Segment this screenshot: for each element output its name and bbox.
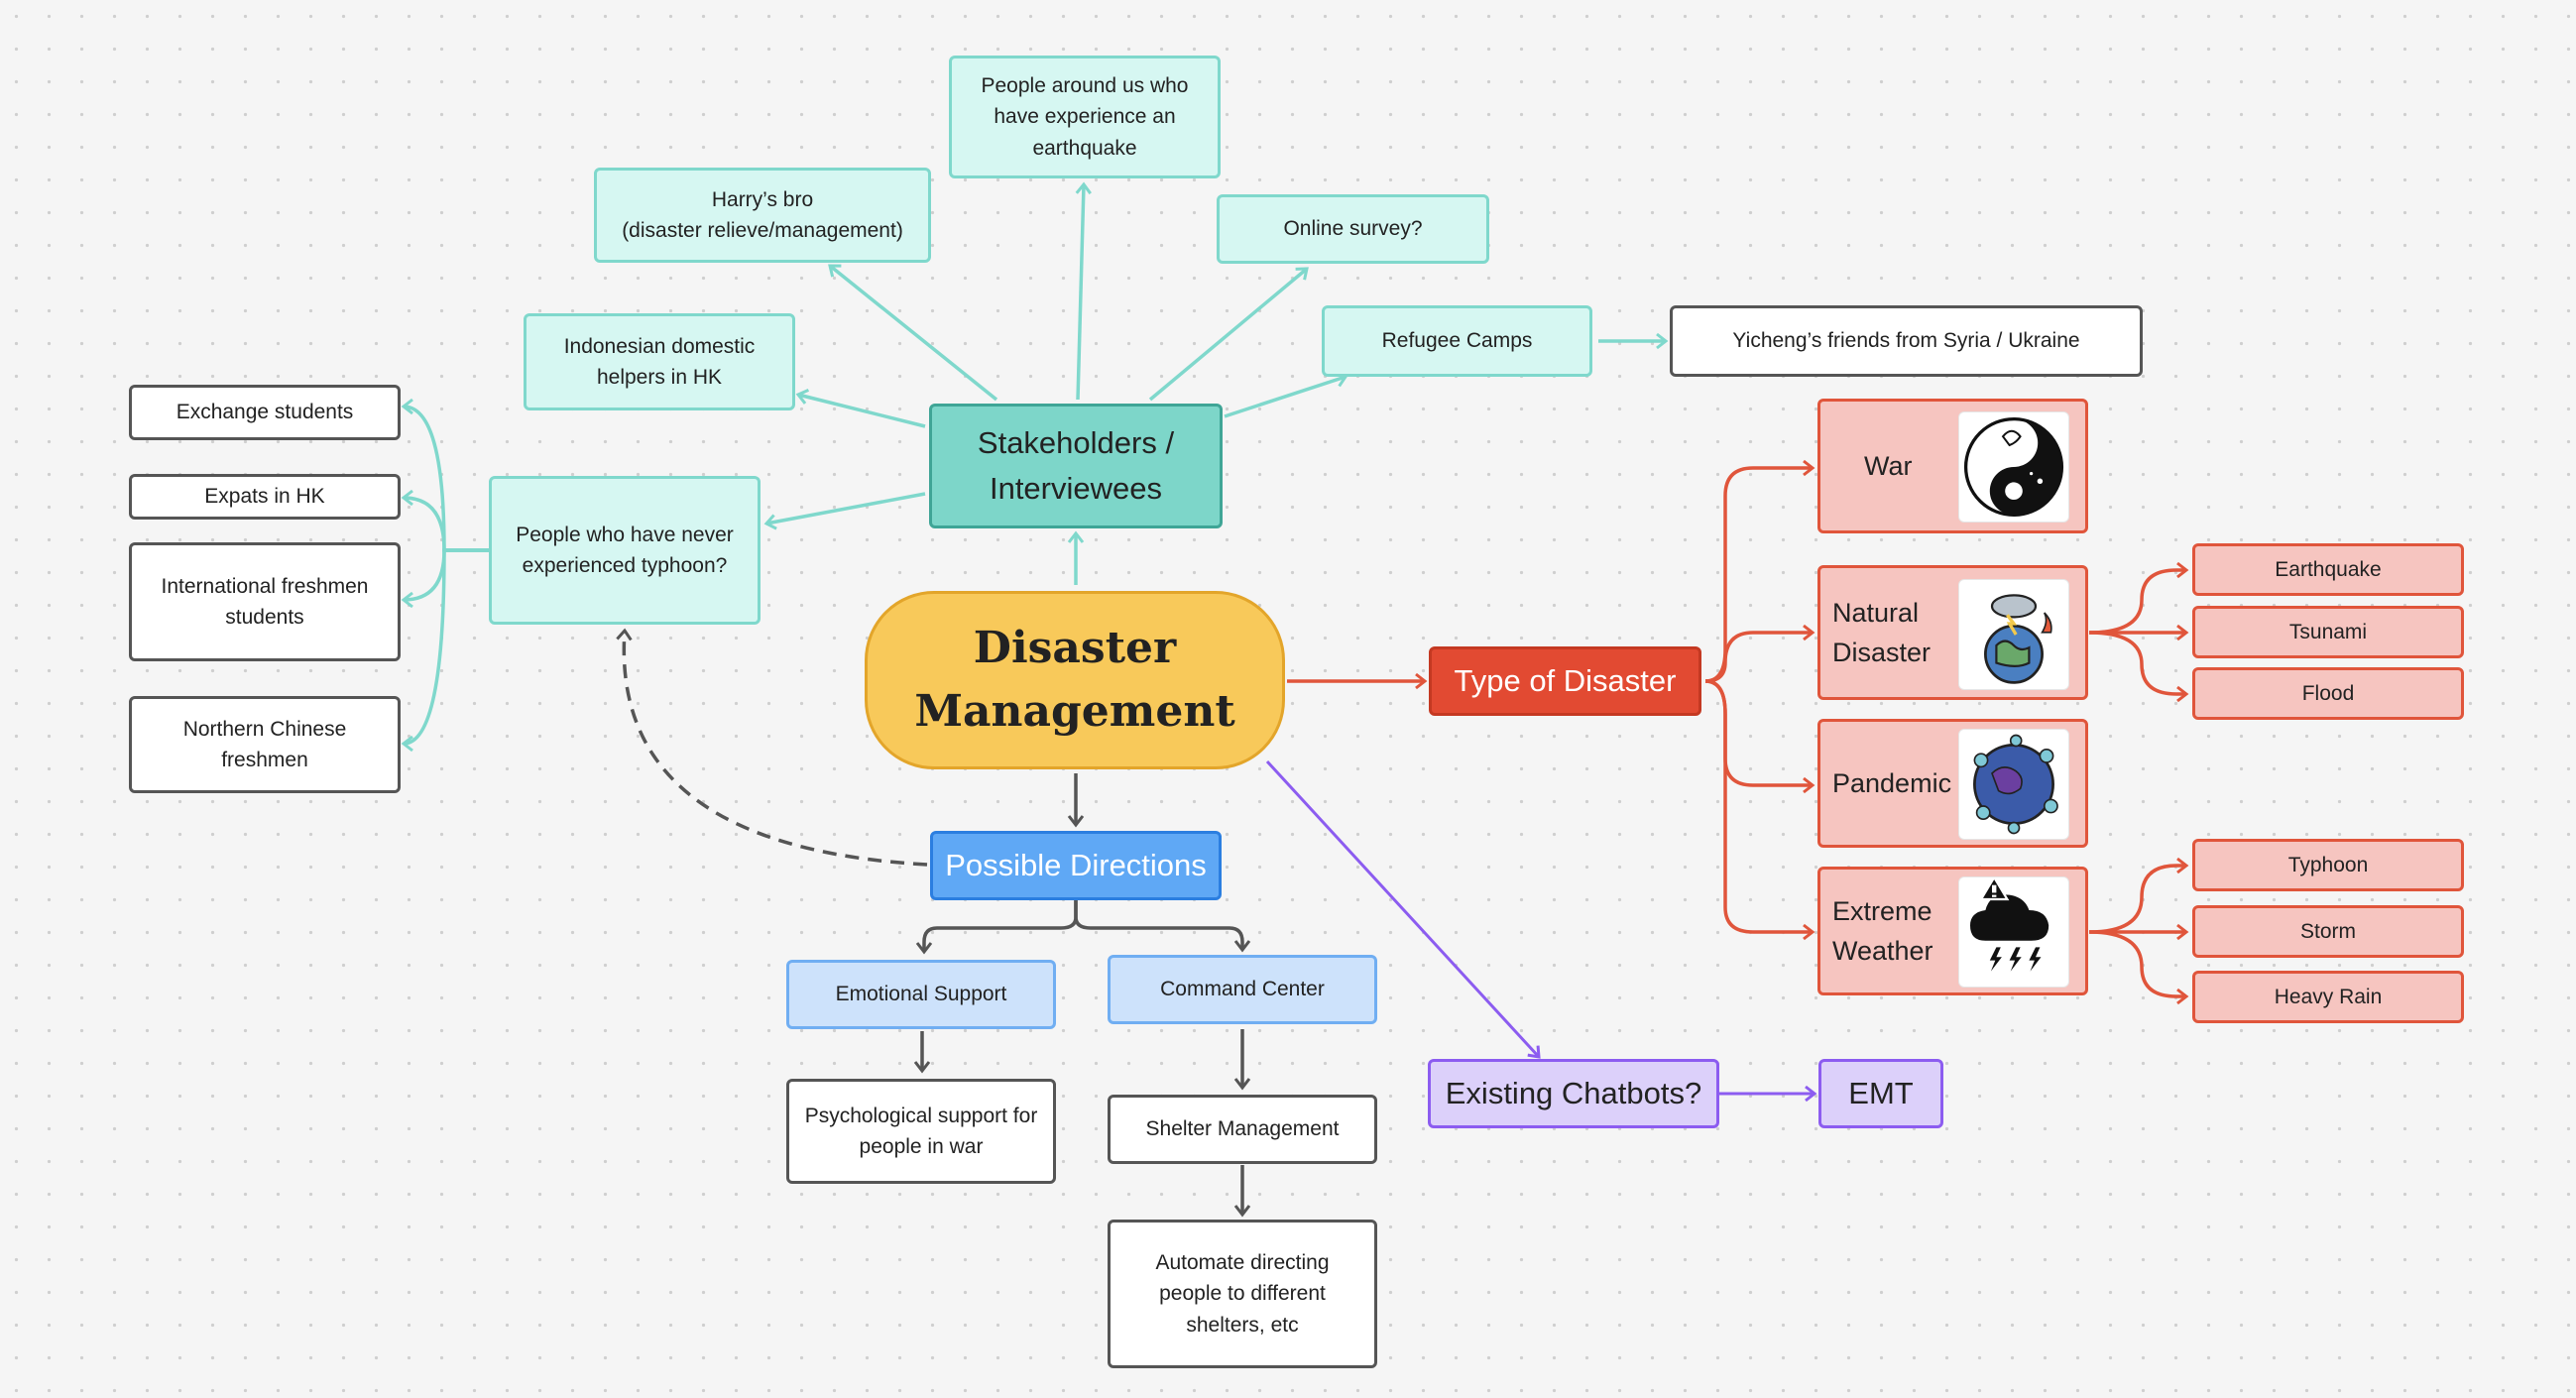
- yin-yang-dove-icon: [1958, 411, 2069, 523]
- emotional-support-node[interactable]: Emotional Support: [786, 960, 1056, 1029]
- earthquake-node[interactable]: Earthquake: [2192, 543, 2464, 596]
- psych-support-node[interactable]: Psychological support for people in war: [786, 1079, 1056, 1184]
- expats-node[interactable]: Expats in HK: [129, 474, 401, 520]
- existing-chatbots-node[interactable]: Existing Chatbots?: [1428, 1059, 1719, 1128]
- tsunami-node[interactable]: Tsunami: [2192, 606, 2464, 658]
- storm-warning-icon: [1958, 874, 2069, 988]
- flood-node[interactable]: Flood: [2192, 667, 2464, 720]
- exchange-students-node[interactable]: Exchange students: [129, 385, 401, 440]
- command-center-node[interactable]: Command Center: [1108, 955, 1377, 1024]
- refugee-camps-node[interactable]: Refugee Camps: [1322, 305, 1592, 377]
- never-typhoon-node[interactable]: People who have never experienced typhoo…: [489, 476, 761, 625]
- shelter-management-node[interactable]: Shelter Management: [1108, 1095, 1377, 1164]
- emt-node[interactable]: EMT: [1818, 1059, 1943, 1128]
- pandemic-label: Pandemic: [1832, 767, 1952, 798]
- disaster-connectors: [1287, 459, 2189, 1005]
- possible-directions-node[interactable]: Possible Directions: [930, 831, 1222, 900]
- harrys-bro-node[interactable]: Harry’s bro (disaster relieve/management…: [594, 168, 931, 263]
- heavy-rain-node[interactable]: Heavy Rain: [2192, 971, 2464, 1023]
- storm-node[interactable]: Storm: [2192, 905, 2464, 958]
- indonesian-helpers-node[interactable]: Indonesian domestic helpers in HK: [524, 313, 795, 410]
- stakeholders-node[interactable]: Stakeholders / Interviewees: [929, 404, 1223, 528]
- central-topic[interactable]: Disaster Management: [865, 591, 1285, 769]
- war-label: War: [1864, 450, 1913, 481]
- type-of-disaster-node[interactable]: Type of Disaster: [1429, 646, 1701, 716]
- online-survey-node[interactable]: Online survey?: [1217, 194, 1489, 264]
- earthquake-people-node[interactable]: People around us who have experience an …: [949, 56, 1221, 178]
- chatbot-connectors: [1265, 759, 1817, 1103]
- natural-disaster-icon: [1958, 579, 2069, 690]
- stakeholder-connectors: [401, 181, 1669, 753]
- intl-freshmen-node[interactable]: International freshmen students: [129, 542, 401, 661]
- yicheng-friends-node[interactable]: Yicheng’s friends from Syria / Ukraine: [1670, 305, 2143, 377]
- automate-directing-node[interactable]: Automate directing people to different s…: [1108, 1220, 1377, 1368]
- natural-disaster-label: Natural Disaster: [1832, 597, 1932, 668]
- typhoon-node[interactable]: Typhoon: [2192, 839, 2464, 891]
- direction-connectors: [616, 628, 1251, 1218]
- virus-globe-icon: [1958, 729, 2069, 840]
- extreme-weather-label: Extreme Weather: [1832, 895, 1933, 967]
- northern-chinese-node[interactable]: Northern Chinese freshmen: [129, 696, 401, 793]
